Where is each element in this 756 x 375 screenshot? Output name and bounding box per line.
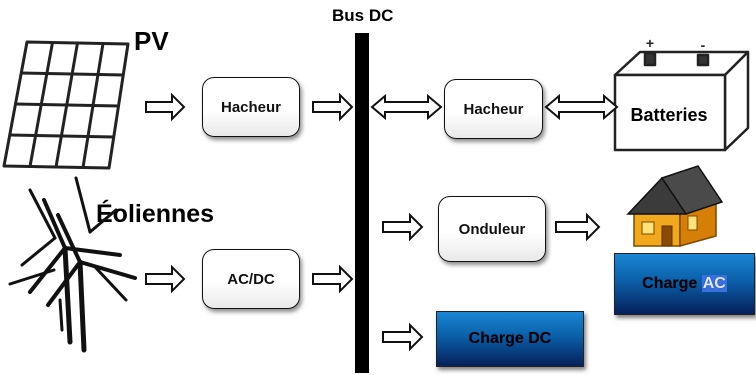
- pv-panel-icon: [2, 40, 130, 170]
- acdc-box: AC/DC: [202, 249, 300, 309]
- arrow-hacheur-batteries-bidir: [544, 93, 619, 121]
- battery-positive-sign: +: [646, 35, 654, 51]
- hacheur-left-box: Hacheur: [202, 77, 300, 137]
- arrow-acdc-to-bus: [312, 264, 354, 294]
- charge-ac-label: Charge AC: [642, 275, 727, 292]
- bus-dc-label: Bus DC: [332, 6, 394, 25]
- charge-ac-box: Charge AC: [614, 253, 755, 315]
- house-icon: [626, 165, 724, 247]
- arrow-wind-to-acdc: [145, 264, 186, 294]
- bus-dc-bar: [355, 33, 369, 373]
- arrow-onduleur-to-charge-ac: [555, 212, 601, 242]
- arrow-bus-to-charge-dc: [382, 322, 424, 352]
- arrow-hacheur-to-bus: [312, 92, 354, 122]
- hacheur-right-box: Hacheur: [444, 79, 543, 139]
- battery-negative-sign: -: [701, 37, 706, 53]
- pv-label: PV: [134, 26, 169, 56]
- charge-dc-label: Charge DC: [468, 330, 552, 347]
- onduleur-box: Onduleur: [438, 196, 546, 262]
- arrow-bus-to-onduleur: [382, 212, 424, 242]
- arrow-bus-hacheur-bidir: [370, 93, 443, 121]
- batteries-label: Batteries: [630, 105, 707, 125]
- battery-icon: [613, 50, 750, 152]
- arrow-pv-to-hacheur: [145, 92, 186, 122]
- wind-label: Éoliennes: [96, 200, 215, 228]
- charge-dc-box: Charge DC: [436, 311, 584, 367]
